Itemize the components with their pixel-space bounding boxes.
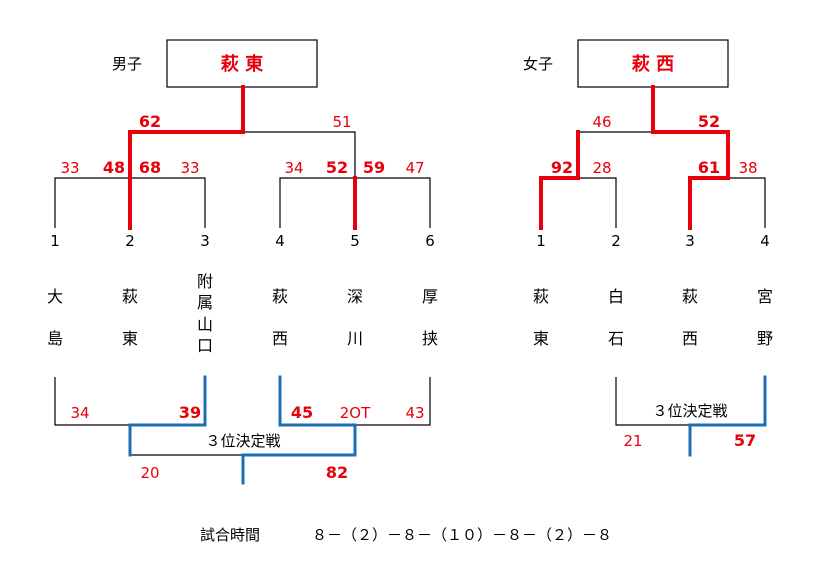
boys-seed: 6 bbox=[425, 232, 435, 250]
boys-first-round-score: 45 bbox=[291, 403, 313, 422]
boys-team-char: 厚 bbox=[422, 287, 438, 306]
boys-semi1-score-left-outer: 33 bbox=[60, 159, 79, 177]
girls-semi2-score-right: 38 bbox=[738, 159, 757, 177]
girls-team-char: 萩 bbox=[682, 287, 698, 306]
boys-third-path bbox=[128, 375, 357, 485]
girls-teams: 萩 東 白 石 萩 西 宮 野 bbox=[533, 287, 773, 348]
boys-seed: 2 bbox=[125, 232, 135, 250]
boys-third-place-label: ３位決定戦 bbox=[205, 432, 280, 450]
girls-bracket: 女子 萩 西 46 52 92 28 61 38 1 2 3 4 萩 東 白 石 bbox=[523, 39, 773, 457]
boys-semi1-score-left-inner: 48 bbox=[103, 158, 125, 177]
boys-team-char: 口 bbox=[197, 336, 213, 355]
boys-team-char: 深 bbox=[347, 287, 363, 306]
boys-semi1-score-right-inner: 68 bbox=[139, 158, 161, 177]
boys-seeds: 1 2 3 4 5 6 bbox=[50, 232, 435, 250]
girls-bracket-lines bbox=[578, 131, 766, 228]
girls-seed: 1 bbox=[536, 232, 546, 250]
boys-seed: 1 bbox=[50, 232, 60, 250]
boys-third-score-right: 82 bbox=[326, 463, 348, 482]
boys-semi1-score-right-outer: 33 bbox=[180, 159, 199, 177]
boys-team-char: 萩 bbox=[272, 287, 288, 306]
girls-seed: 3 bbox=[685, 232, 695, 250]
girls-champion: 萩 西 bbox=[632, 53, 674, 75]
girls-seeds: 1 2 3 4 bbox=[536, 232, 770, 250]
boys-teams: 大 島 萩 東 附 属 山 口 萩 西 深 川 厚 挟 bbox=[47, 272, 438, 355]
boys-team-char: 山 bbox=[197, 315, 213, 334]
boys-bracket: 男子 萩 東 62 51 33 48 68 33 34 52 59 47 1 2… bbox=[47, 39, 438, 485]
girls-third-score-left: 21 bbox=[623, 432, 642, 450]
boys-final-score-right: 51 bbox=[332, 113, 351, 131]
boys-semi2-score-right-inner: 59 bbox=[363, 158, 385, 177]
boys-first-round-score: 43 bbox=[405, 404, 424, 422]
boys-winner-path bbox=[128, 85, 357, 230]
boys-bracket-lines bbox=[54, 131, 431, 228]
girls-semi1-score-right: 28 bbox=[592, 159, 611, 177]
boys-semi2-score-left-outer: 34 bbox=[284, 159, 303, 177]
girls-seed: 4 bbox=[760, 232, 770, 250]
boys-team-char: 属 bbox=[197, 293, 213, 312]
boys-champion: 萩 東 bbox=[221, 53, 263, 75]
girls-third-score-right: 57 bbox=[734, 431, 756, 450]
girls-semi1-score-left: 92 bbox=[551, 158, 573, 177]
girls-team-char: 宮 bbox=[757, 287, 773, 306]
boys-team-char: 萩 bbox=[122, 287, 138, 306]
girls-lower-lines bbox=[615, 377, 690, 426]
girls-team-char: 萩 bbox=[533, 287, 549, 306]
boys-first-round-score: 34 bbox=[70, 404, 89, 422]
boys-team-char: 西 bbox=[272, 329, 288, 348]
girls-team-char: 野 bbox=[757, 329, 773, 348]
boys-team-char: 附 bbox=[197, 272, 213, 291]
boys-team-char: 島 bbox=[47, 329, 63, 348]
girls-semi2-score-left: 61 bbox=[698, 158, 720, 177]
girls-label: 女子 bbox=[523, 55, 553, 73]
boys-seed: 4 bbox=[275, 232, 285, 250]
boys-seed: 5 bbox=[350, 232, 360, 250]
boys-first-round-score: 39 bbox=[179, 403, 201, 422]
boys-third-score-left: 20 bbox=[140, 464, 159, 482]
boys-first-round-ot: 2OT bbox=[340, 404, 371, 422]
boys-semi2-score-right-outer: 47 bbox=[405, 159, 424, 177]
boys-label: 男子 bbox=[112, 55, 142, 73]
boys-semi2-score-left-inner: 52 bbox=[326, 158, 348, 177]
girls-team-char: 西 bbox=[682, 329, 698, 348]
match-time: 試合時間 ８－（２）－８－（１０）－８－（２）－８ bbox=[200, 526, 612, 544]
match-time-label: 試合時間 bbox=[200, 526, 260, 544]
girls-team-char: 東 bbox=[533, 329, 549, 348]
boys-team-char: 大 bbox=[47, 287, 63, 306]
girls-third-place-label: ３位決定戦 bbox=[652, 402, 727, 420]
match-time-value: ８－（２）－８－（１０）－８－（２）－８ bbox=[312, 526, 612, 544]
boys-final-score-left: 62 bbox=[139, 112, 161, 131]
girls-seed: 2 bbox=[611, 232, 621, 250]
boys-team-char: 川 bbox=[347, 329, 363, 348]
girls-third-path bbox=[688, 375, 767, 457]
boys-seed: 3 bbox=[200, 232, 210, 250]
girls-team-char: 石 bbox=[608, 329, 624, 348]
girls-winner-path bbox=[539, 85, 730, 230]
girls-team-char: 白 bbox=[608, 287, 624, 306]
girls-final-score-right: 52 bbox=[698, 112, 720, 131]
boys-team-char: 東 bbox=[122, 329, 138, 348]
girls-final-score-left: 46 bbox=[592, 113, 611, 131]
boys-team-char: 挟 bbox=[422, 329, 438, 348]
